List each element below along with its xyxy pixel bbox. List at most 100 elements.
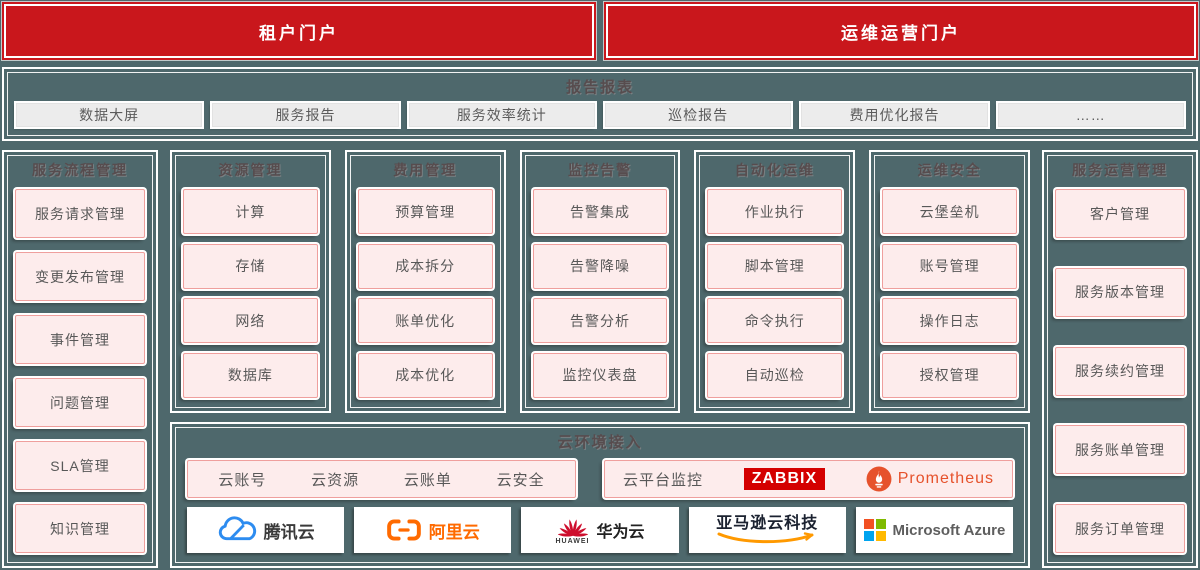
item-budget-mgmt: 预算管理 (357, 189, 493, 234)
column-monitor-alert: 监控告警 告警集成 告警降噪 告警分析 监控仪表盘 (519, 150, 681, 413)
column-resource-mgmt-title: 资源管理 (218, 162, 283, 178)
item-service-renewal-mgmt: 服务续约管理 (1055, 346, 1185, 396)
huawei-flower-logo: HUAWEI (556, 515, 590, 545)
provider-alibaba-cloud: 阿里云 (354, 507, 512, 553)
item-auto-inspection: 自动巡检 (707, 352, 843, 398)
huawei-word-label: HUAWEI (555, 538, 590, 545)
center-area: 资源管理 计算 存储 网络 数据库 费用管理 预算管理 成本拆分 账单优化 成本… (170, 150, 1030, 568)
tencent-cloud-logo (218, 516, 256, 541)
item-sla-mgmt: SLA管理 (15, 441, 145, 490)
column-service-operation: 服务运营管理 客户管理 服务版本管理 服务续约管理 服务账单管理 服务订单管理 (1042, 150, 1198, 568)
microsoft-squares-logo (863, 519, 886, 541)
item-monitor-dashboard: 监控仪表盘 (532, 352, 668, 398)
item-account-mgmt: 账号管理 (882, 243, 1017, 289)
column-automation-ops: 自动化运维 作业执行 脚本管理 命令执行 自动巡检 (694, 150, 856, 413)
provider-huawei-cloud: HUAWEI 华为云 (521, 507, 679, 553)
report-item-more: …… (997, 103, 1184, 127)
cloud-access-title: 云环境接入 (557, 434, 643, 451)
item-cloud-bastion: 云堡垒机 (882, 189, 1017, 234)
column-resource-items: 计算 存储 网络 数据库 (172, 185, 329, 411)
item-cost-split: 成本拆分 (357, 243, 493, 289)
column-service-operation-items: 客户管理 服务版本管理 服务续约管理 服务账单管理 服务订单管理 (1044, 185, 1196, 566)
ms-square-green (875, 519, 886, 529)
column-service-process-items: 服务请求管理 变更发布管理 事件管理 问题管理 SLA管理 知识管理 (4, 185, 156, 566)
provider-tencent-cloud: 腾讯云 (187, 507, 345, 553)
item-operation-log: 操作日志 (882, 298, 1017, 344)
tenant-portal-label: 租户门户 (259, 23, 339, 43)
middle-columns: 资源管理 计算 存储 网络 数据库 费用管理 预算管理 成本拆分 账单优化 成本… (170, 150, 1030, 413)
column-security-items: 云堡垒机 账号管理 操作日志 授权管理 (871, 185, 1028, 411)
column-cost-items: 预算管理 成本拆分 账单优化 成本优化 (347, 185, 504, 411)
provider-huawei-label: 华为云 (596, 524, 645, 541)
item-authorization-mgmt: 授权管理 (882, 352, 1017, 398)
ops-portal-banner: 运维运营门户 (604, 2, 1198, 60)
item-service-order-mgmt: 服务订单管理 (1055, 504, 1185, 553)
ms-square-yellow (875, 531, 886, 541)
item-change-release-mgmt: 变更发布管理 (15, 252, 145, 301)
column-automation-ops-title: 自动化运维 (734, 162, 815, 178)
item-storage: 存储 (183, 243, 318, 289)
column-service-operation-title: 服务运营管理 (1072, 162, 1168, 178)
item-cloud-security: 云安全 (496, 471, 545, 489)
aws-smile-logo: 亚马逊云科技 (715, 516, 819, 544)
provider-tencent-label: 腾讯云 (263, 522, 315, 542)
item-bill-optimize: 账单优化 (357, 298, 493, 344)
item-alert-noise-reduction: 告警降噪 (532, 243, 668, 289)
column-monitor-items: 告警集成 告警降噪 告警分析 监控仪表盘 (522, 185, 679, 411)
report-section-title: 报告报表 (565, 79, 634, 96)
provider-azure-label: Microsoft Azure (892, 521, 1006, 539)
item-cost-optimize: 成本优化 (357, 352, 493, 398)
column-service-process: 服务流程管理 服务请求管理 变更发布管理 事件管理 问题管理 SLA管理 知识管… (2, 150, 158, 568)
provider-alibaba-label: 阿里云 (428, 522, 480, 542)
prometheus-logo: Prometheus (866, 466, 994, 492)
item-alert-integration: 告警集成 (532, 189, 668, 234)
cloud-account-box: 云账号 云资源 云账单 云安全 (187, 460, 576, 498)
cloud-access-section: 云环境接入 云账号 云资源 云账单 云安全 云平台监控 ZABBIX (170, 422, 1030, 568)
item-compute: 计算 (183, 189, 318, 234)
item-problem-mgmt: 问题管理 (15, 378, 145, 427)
column-cost-mgmt: 费用管理 预算管理 成本拆分 账单优化 成本优化 (344, 150, 506, 413)
column-cost-mgmt-title: 费用管理 (393, 162, 458, 178)
column-resource-mgmt: 资源管理 计算 存储 网络 数据库 (170, 150, 331, 413)
item-service-request-mgmt: 服务请求管理 (15, 189, 145, 238)
provider-aws-label: 亚马逊云科技 (716, 515, 819, 532)
tenant-portal-banner: 租户门户 (2, 2, 596, 60)
cloud-monitor-box: 云平台监控 ZABBIX Prometheus (604, 460, 1013, 498)
item-customer-mgmt: 客户管理 (1055, 189, 1185, 238)
item-job-execution: 作业执行 (707, 189, 843, 234)
alibaba-cloud-logo (386, 519, 421, 541)
item-network: 网络 (183, 298, 318, 344)
portal-banner-row: 租户门户 运维运营门户 (2, 2, 1198, 60)
provider-microsoft-azure: Microsoft Azure (855, 507, 1014, 553)
item-cloud-account: 云账号 (218, 471, 267, 489)
ms-square-red (863, 519, 874, 529)
report-item-cost-optimize-report: 费用优化报告 (801, 103, 988, 127)
item-knowledge-mgmt: 知识管理 (15, 504, 145, 553)
report-item-data-screen: 数据大屏 (16, 103, 203, 127)
provider-aws: 亚马逊云科技 (688, 507, 846, 553)
prometheus-flame-icon (866, 466, 892, 492)
ops-portal-label: 运维运营门户 (841, 23, 961, 43)
prometheus-label: Prometheus (897, 470, 994, 487)
report-item-inspection-report: 巡检报告 (604, 103, 792, 127)
zabbix-logo: ZABBIX (743, 468, 826, 490)
item-database: 数据库 (183, 352, 318, 398)
column-service-process-title: 服务流程管理 (32, 162, 128, 178)
huawei-petals-icon (557, 519, 588, 537)
item-command-execution: 命令执行 (707, 298, 843, 344)
column-automation-items: 作业执行 脚本管理 命令执行 自动巡检 (696, 185, 853, 411)
report-item-efficiency-stats: 服务效率统计 (408, 103, 595, 127)
aws-smile-icon (717, 532, 814, 544)
item-cloud-resource: 云资源 (311, 471, 360, 489)
item-script-mgmt: 脚本管理 (707, 243, 843, 289)
item-cloud-platform-monitor: 云平台监控 (623, 471, 704, 489)
item-alert-analysis: 告警分析 (532, 298, 668, 344)
report-item-service-report: 服务报告 (212, 103, 399, 127)
item-service-version-mgmt: 服务版本管理 (1055, 267, 1185, 317)
item-incident-mgmt: 事件管理 (15, 315, 145, 364)
cloud-provider-row: 腾讯云 阿里云 (172, 507, 1028, 566)
item-cloud-bill: 云账单 (403, 471, 452, 489)
ms-square-blue (863, 531, 874, 541)
cloud-access-boxes: 云账号 云资源 云账单 云安全 云平台监控 ZABBIX (172, 458, 1028, 507)
